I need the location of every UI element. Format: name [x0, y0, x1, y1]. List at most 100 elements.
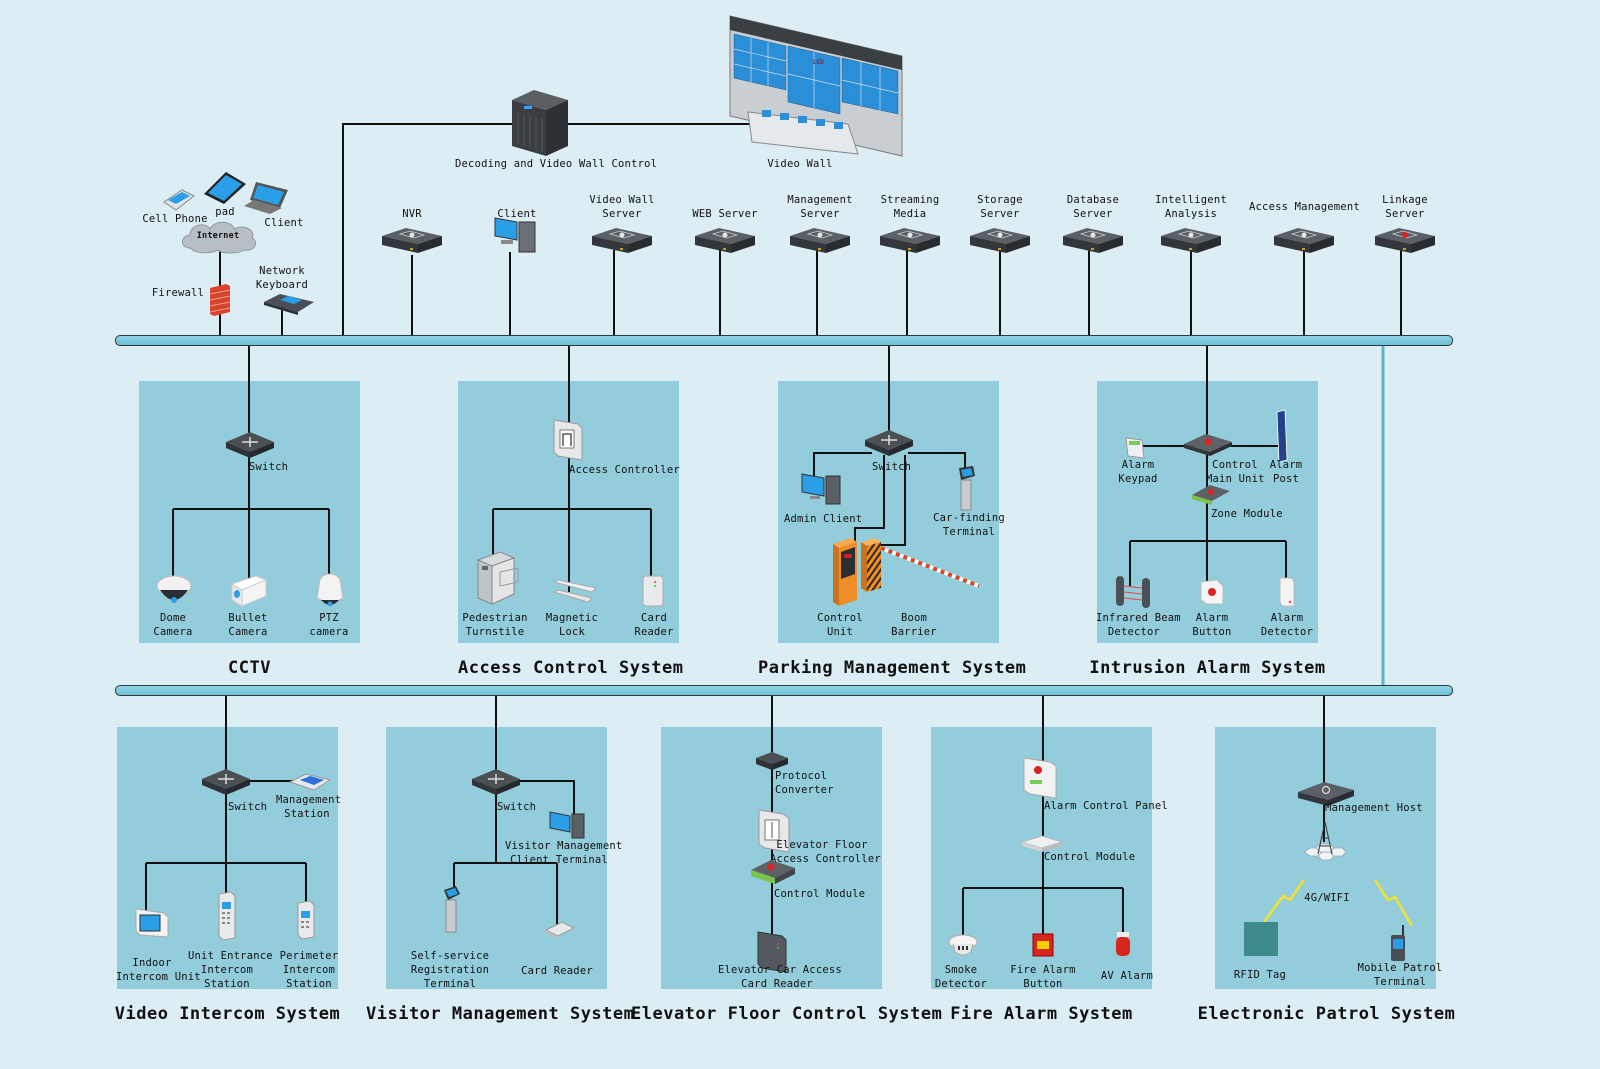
internet-cloud-icon — [182, 221, 257, 254]
indoor-intercom-icon — [135, 908, 169, 938]
visitor-card-reader-label: Card Reader — [521, 965, 593, 977]
server-label: Access Management — [1249, 201, 1360, 213]
switch-icon — [202, 769, 250, 795]
visitor-switch-label: Switch — [497, 801, 537, 813]
server-label: Management Server — [787, 194, 853, 220]
boom-barrier-icon — [861, 538, 980, 592]
management-server-icon — [790, 228, 850, 253]
intercom-device-label: Indoor Intercom Unit — [116, 957, 201, 983]
access-device-label: Pedestrian Turnstile — [462, 612, 528, 638]
internet-label: Internet — [196, 231, 240, 241]
turnstile-icon — [476, 551, 519, 605]
visitor-card-reader-icon — [544, 921, 576, 939]
cell-tower-icon — [1303, 821, 1347, 861]
visitor-client-label: Visitor Management Client Terminal — [505, 840, 623, 866]
network-keyboard-icon — [264, 294, 314, 315]
access-title: Access Control System — [458, 658, 684, 678]
laptop-icon — [244, 182, 288, 214]
dome-camera-icon — [156, 575, 192, 603]
server-label: Intelligent Analysis — [1155, 194, 1227, 220]
access-device-label: Card Reader — [634, 612, 674, 638]
network-keyboard-label: Network Keyboard — [255, 265, 309, 291]
server-label: WEB Server — [692, 208, 758, 220]
fire-control-module-icon — [1020, 835, 1064, 852]
video-wall-icon: LED — [729, 15, 903, 157]
intercom-device-label: Unit Entrance Intercom Station — [188, 950, 273, 990]
access-controller-label: Access Controller — [569, 464, 680, 476]
laptop-client-label: Client — [264, 217, 304, 229]
zone-module-icon — [1192, 485, 1230, 505]
nvr-icon — [382, 228, 442, 253]
management-host-label: Management Host — [1325, 802, 1423, 814]
intercom-device-label: Perimeter Intercom Station — [279, 950, 339, 990]
access-server-icon — [1274, 228, 1334, 253]
video-wall-label: Video Wall — [767, 158, 833, 170]
storage-server-icon — [970, 228, 1030, 253]
server-label: Storage Server — [977, 194, 1023, 220]
intercom-switch-label: Switch — [228, 801, 268, 813]
intrusion-device-label: Infrared Beam Detector — [1096, 612, 1181, 638]
cctv-title: CCTV — [228, 658, 271, 678]
rfid-tag-icon — [1244, 922, 1278, 956]
server-label: NVR — [402, 208, 422, 220]
elevator-controller-icon — [758, 809, 790, 853]
control-unit-label: Control Unit — [817, 612, 863, 638]
unit-entrance-station-icon — [218, 891, 236, 941]
switch-icon — [472, 769, 520, 795]
protocol-converter-label: Protocol Converter — [775, 770, 834, 796]
management-host-icon — [1298, 782, 1354, 806]
access-controller-icon — [553, 419, 583, 461]
fire-device-label: Fire Alarm Button — [1010, 964, 1076, 990]
kiosk-label: Self-service Registration Terminal — [410, 950, 490, 990]
self-service-kiosk-icon — [444, 886, 460, 933]
admin-client-icon — [801, 473, 841, 505]
elevator-card-reader-label: Elevator Car Access Card Reader — [718, 964, 842, 990]
intrusion-device-label: Alarm Detector — [1260, 612, 1314, 638]
management-station-icon — [288, 773, 332, 791]
ptz-camera-icon — [316, 573, 344, 607]
zone-module-label: Zone Module — [1211, 508, 1283, 520]
control-main-unit-icon — [1184, 434, 1232, 456]
infrared-beam-icon — [1116, 576, 1150, 608]
admin-client-label: Admin Client — [784, 513, 863, 525]
alarm-post-label: Alarm Post — [1269, 459, 1303, 485]
mobile-patrol-terminal-label: Mobile Patrol Terminal — [1357, 962, 1443, 988]
tablet-label: pad — [215, 206, 235, 218]
parking-control-unit-icon — [833, 538, 857, 606]
alarm-keypad-icon — [1125, 437, 1145, 459]
switch-icon — [865, 430, 913, 456]
cctv-device-label: Dome Camera — [153, 612, 193, 638]
alarm-button-icon — [1200, 579, 1224, 605]
bullet-camera-icon — [230, 575, 268, 607]
server-label: Database Server — [1066, 194, 1120, 220]
parking-switch-label: Switch — [872, 461, 912, 473]
server-label: Linkage Server — [1382, 194, 1428, 220]
film-reel-server-icon — [880, 228, 940, 253]
control-main-unit-label: Control Main Unit — [1206, 459, 1265, 485]
intrusion-device-label: Alarm Button — [1192, 612, 1232, 638]
desktop-pc-icon — [494, 217, 536, 253]
car-finding-terminal-label: Car-finding Terminal — [933, 512, 1005, 538]
car-finding-terminal-icon — [959, 466, 975, 511]
firewall-icon — [209, 284, 231, 316]
elevator-title: Elevator Floor Control System — [631, 1004, 943, 1024]
elevator-controller-label: Elevator Floor Access Controller — [770, 839, 881, 865]
cctv-device-label: Bullet Camera — [228, 612, 268, 638]
card-reader-icon — [642, 575, 664, 607]
fire-title: Fire Alarm System — [950, 1004, 1133, 1024]
access-device-label: Magnetic Lock — [545, 612, 599, 638]
elevator-control-module-icon — [751, 860, 795, 884]
server-label: Client — [497, 208, 537, 220]
linkage-server-icon — [1375, 228, 1435, 253]
parking-title: Parking Management System — [758, 658, 1027, 678]
elevator-control-module-label: Control Module — [774, 888, 866, 900]
perimeter-station-icon — [297, 900, 315, 940]
server-label: Video Wall Server — [589, 194, 655, 220]
alarm-control-panel-label: Alarm Control Panel — [1044, 800, 1168, 812]
rfid-tag-label: RFID Tag — [1233, 969, 1287, 981]
database-server-icon — [1063, 228, 1123, 253]
management-station-label: Management Station — [276, 794, 342, 820]
av-alarm-icon — [1116, 932, 1130, 956]
tablet-icon — [204, 172, 246, 204]
patrol-title: Electronic Patrol System — [1197, 1004, 1456, 1024]
